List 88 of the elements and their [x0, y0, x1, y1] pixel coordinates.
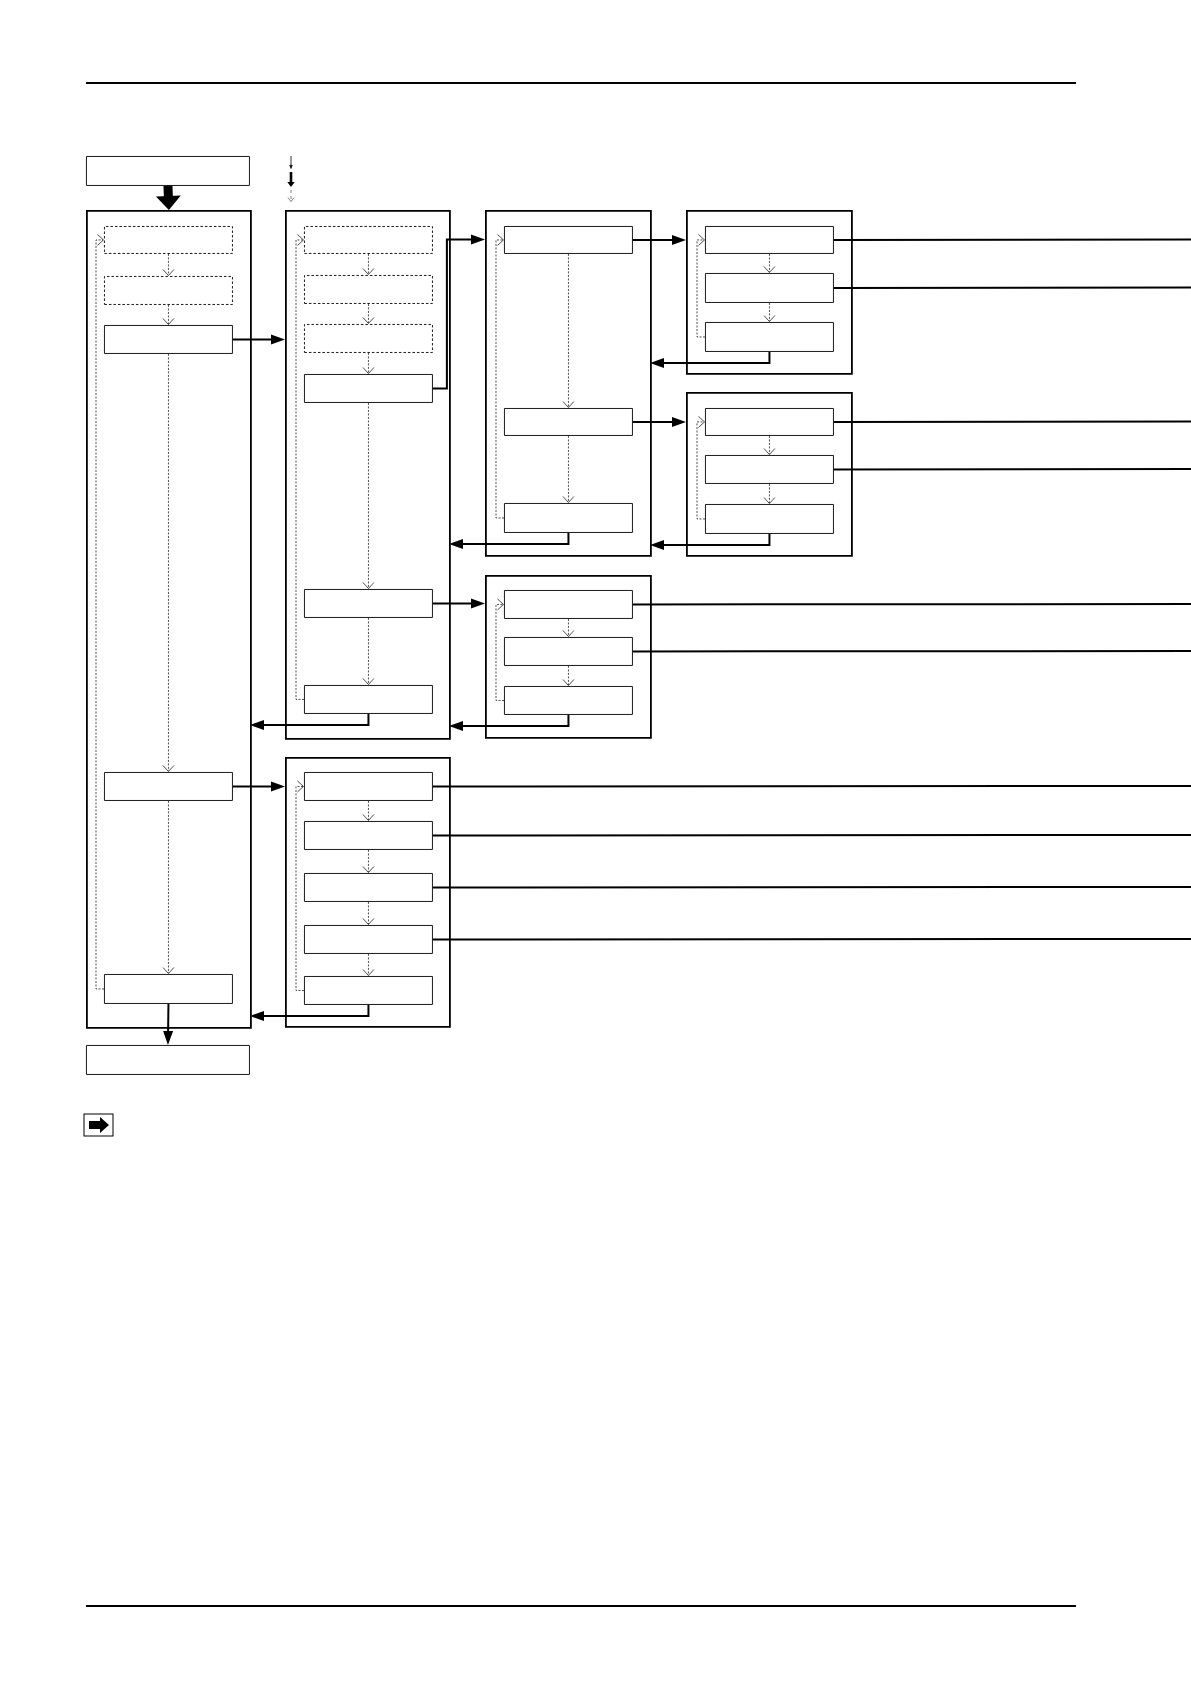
dashed-arrow: [362, 402, 375, 589]
process-box: [705, 322, 834, 352]
connector-line: [431, 834, 1191, 837]
connector-line: [431, 938, 1191, 941]
dashed-arrow: [763, 253, 776, 273]
process-box: [304, 589, 433, 618]
dashed-arrow: [362, 800, 375, 821]
container-box: [686, 392, 853, 557]
connector-line: [832, 468, 1191, 471]
dashed-arrow: [295, 234, 305, 700]
connector-line: [832, 420, 1191, 423]
dashed-arrow: [162, 800, 175, 974]
process-box: [504, 686, 633, 715]
process-box: [304, 873, 433, 902]
arrow: [431, 598, 485, 609]
dashed-arrow: [162, 304, 175, 325]
process-box: [304, 275, 433, 304]
process-box: [104, 974, 233, 1004]
arrow: [163, 1002, 174, 1045]
process-box: [504, 503, 633, 533]
arrow: [449, 531, 570, 549]
connector-line: [832, 238, 1191, 241]
arrow: [431, 234, 485, 390]
process-box: [504, 590, 633, 619]
process-box: [705, 504, 834, 534]
process-box: [504, 637, 633, 666]
arrow: [631, 416, 686, 427]
process-box: [504, 226, 633, 254]
dashed-arrow: [763, 483, 776, 504]
arrow: [449, 713, 570, 731]
process-box: [304, 925, 433, 954]
dashed-arrow: [763, 435, 776, 455]
dashed-arrow: [362, 352, 375, 374]
arrow: [250, 1003, 370, 1021]
dashed-arrow: [362, 303, 375, 324]
arrow: [250, 712, 370, 730]
process-box: [705, 226, 834, 254]
container-box: [285, 757, 451, 1028]
arrow: [650, 350, 771, 368]
connector-line: [832, 286, 1191, 289]
dashed-arrow: [495, 234, 505, 519]
dashed-arrow: [696, 416, 706, 520]
dashed-arrow: [95, 234, 105, 990]
arrow: [631, 234, 686, 245]
container-box: [285, 210, 451, 740]
arrow: [650, 532, 771, 550]
dashed-arrow: [562, 435, 575, 503]
dashed-arrow: [162, 353, 175, 772]
dashed-arrow: [763, 302, 776, 322]
process-box: [304, 226, 433, 254]
dashed-arrow: [295, 780, 305, 991]
process-box: [104, 325, 233, 354]
dashed-arrow: [362, 617, 375, 685]
process-box: [86, 1045, 250, 1075]
connector-line: [631, 603, 1191, 606]
dashed-arrow: [362, 849, 375, 873]
process-box: [504, 408, 633, 436]
dashed-arrow: [562, 253, 575, 408]
process-box: [304, 324, 433, 353]
dashed-arrow: [362, 253, 375, 275]
dashed-arrow: [696, 234, 706, 338]
connector-line: [431, 785, 1191, 788]
process-box: [705, 455, 834, 484]
process-box: [104, 226, 233, 254]
process-box: [304, 821, 433, 850]
dashed-arrow: [362, 901, 375, 925]
container-box: [485, 575, 652, 739]
dashed-arrow: [162, 253, 175, 276]
container-box: [686, 210, 853, 375]
process-box: [304, 685, 433, 714]
arrow: [231, 781, 285, 792]
dashed-arrow: [562, 618, 575, 637]
dashed-arrow: [562, 665, 575, 686]
process-box: [86, 156, 250, 186]
process-box: [304, 374, 433, 403]
arrow: [231, 334, 285, 345]
dashed-arrow: [362, 953, 375, 976]
connector-line: [631, 650, 1191, 653]
process-box: [304, 772, 433, 801]
process-box: [304, 976, 433, 1005]
container-box: [86, 210, 252, 1029]
container-box: [485, 210, 652, 557]
process-box: [104, 276, 233, 305]
connector-line: [431, 886, 1191, 889]
process-box: [705, 408, 834, 436]
process-box: [705, 273, 834, 303]
dashed-arrow: [495, 598, 505, 701]
process-box: [104, 772, 233, 801]
